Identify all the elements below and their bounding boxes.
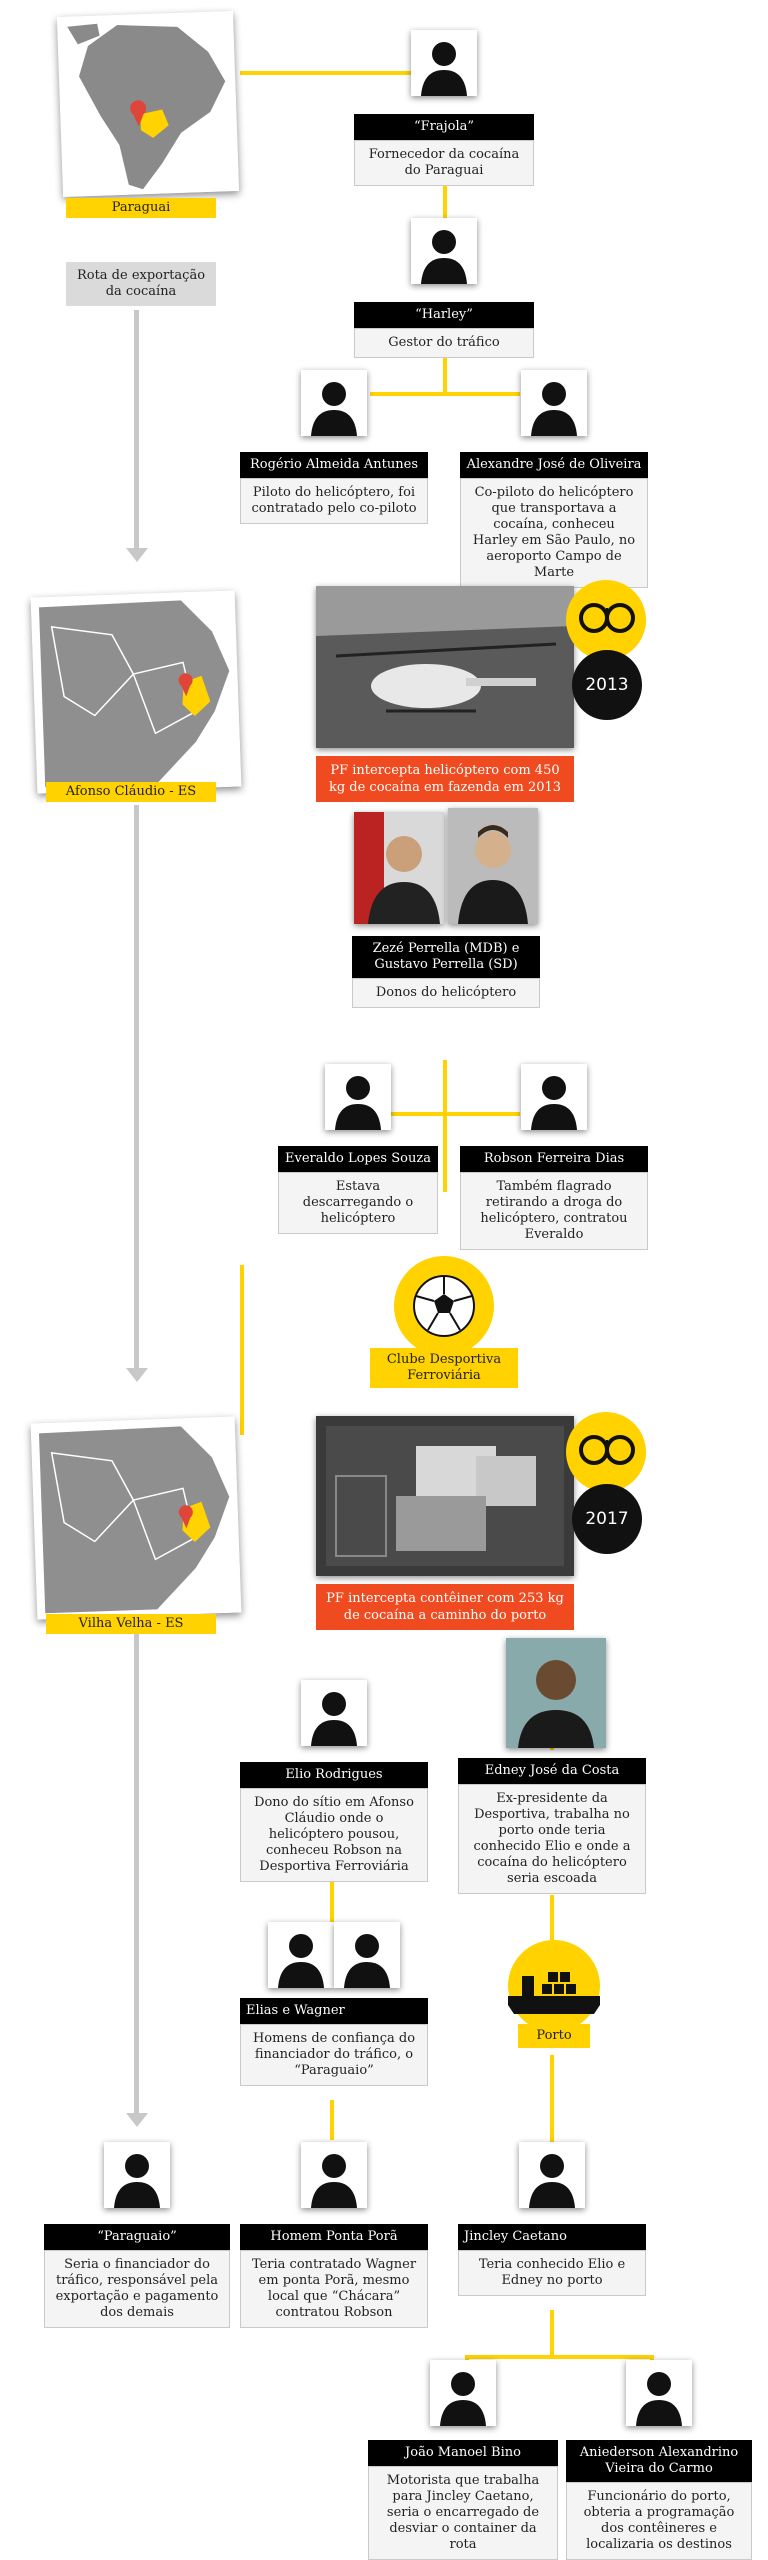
handcuffs-icon [566, 1412, 646, 1492]
edney-photo [506, 1638, 606, 1748]
connector [240, 1265, 244, 1435]
connector [330, 2100, 334, 2140]
person-silhouette-icon [325, 1064, 391, 1130]
person-silhouette-icon [430, 2360, 496, 2426]
connector [443, 1060, 447, 1090]
route-line [134, 1600, 139, 2115]
node-title: Elio Rodrigues [240, 1762, 428, 1788]
club-label: Clube Desportiva Ferroviária [370, 1348, 518, 1388]
route-arrow [126, 2113, 148, 2127]
route-line [134, 805, 139, 1370]
year-badge-2017: 2017 [572, 1484, 642, 1554]
node-frajola: “Frajola” Fornecedor da cocaína do Parag… [354, 30, 534, 186]
node-title: Everaldo Lopes Souza [278, 1146, 438, 1172]
node-desc: Donos do helicóptero [352, 978, 540, 1008]
person-silhouette-icon [411, 30, 477, 96]
node-desc: Co-piloto do helicóptero que transportav… [460, 478, 648, 588]
cargo-ship-icon [508, 1940, 600, 2032]
person-silhouette-icon [334, 1922, 400, 1988]
node-title: Alexandre José de Oliveira [460, 452, 648, 478]
node-title: “Frajola” [354, 114, 534, 140]
espirito-santo-map [31, 1417, 242, 1620]
route-line [134, 310, 139, 550]
person-silhouette-icon [519, 2142, 585, 2208]
event-caption-2017: PF intercepta contêiner com 253 kg de co… [316, 1584, 574, 1630]
node-title: João Manoel Bino [368, 2440, 558, 2466]
connector [550, 2310, 554, 2355]
node-title: Jincley Caetano [458, 2224, 646, 2250]
person-silhouette-icon [301, 1680, 367, 1746]
node-desc: Gestor do tráfico [354, 328, 534, 358]
container-photo [316, 1416, 574, 1576]
map-paraguai [57, 11, 239, 197]
handcuffs-icon [566, 580, 646, 660]
node-desc: Funcionário do porto, obteria a programa… [566, 2482, 752, 2560]
year-badge-2013: 2013 [572, 650, 642, 720]
route-label: Rota de exportação da cocaína [66, 262, 216, 306]
person-silhouette-icon [626, 2360, 692, 2426]
route-arrow [126, 548, 148, 562]
node-title: Homem Ponta Porã [240, 2224, 428, 2250]
silhouette-pair [240, 1922, 428, 1988]
node-everaldo: Everaldo Lopes Souza Estava descarregand… [278, 1064, 438, 1234]
map-label-vilha-velha: Vilha Velha - ES [46, 1614, 216, 1634]
node-title: “Paraguaio” [44, 2224, 230, 2250]
node-desc: Homens de confiança do financiador do tr… [240, 2024, 428, 2086]
node-aniederson: Aniederson Alexandrino Vieira do Carmo F… [566, 2360, 752, 2560]
node-robson: Robson Ferreira Dias Também flagrado ret… [460, 1064, 648, 1250]
map-label-paraguai: Paraguai [66, 198, 216, 218]
node-desc: Teria conhecido Elio e Edney no porto [458, 2250, 646, 2296]
node-desc: Motorista que trabalha para Jincley Caet… [368, 2466, 558, 2560]
node-elias-wagner: Elias e Wagner Homens de confiança do fi… [240, 1922, 428, 2086]
node-harley: “Harley” Gestor do tráfico [354, 218, 534, 358]
person-silhouette-icon [521, 1064, 587, 1130]
node-desc: Teria contratado Wagner em ponta Porã, m… [240, 2250, 428, 2328]
node-title: Rogério Almeida Antunes [240, 452, 428, 478]
person-silhouette-icon [301, 370, 367, 436]
node-desc: Ex-presidente da Desportiva, trabalha no… [458, 1784, 646, 1894]
node-homem-ponta-pora: Homem Ponta Porã Teria contratado Wagner… [240, 2142, 428, 2328]
node-title: Zezé Perrella (MDB) e Gustavo Perrella (… [352, 936, 540, 978]
node-desc: Também flagrado retirando a droga do hel… [460, 1172, 648, 1250]
node-rogerio: Rogério Almeida Antunes Piloto do helicó… [240, 370, 428, 524]
person-silhouette-icon [521, 370, 587, 436]
person-silhouette-icon [411, 218, 477, 284]
node-desc: Estava descarregando o helicóptero [278, 1172, 438, 1234]
zeze-perrella-photo [354, 812, 444, 924]
node-joao: João Manoel Bino Motorista que trabalha … [368, 2360, 558, 2560]
route-arrow [126, 1368, 148, 1382]
node-perrella: Zezé Perrella (MDB) e Gustavo Perrella (… [352, 936, 540, 1008]
node-elio: Elio Rodrigues Dono do sítio em Afonso C… [240, 1680, 428, 1882]
helicopter-photo [316, 586, 574, 748]
node-edney: Edney José da Costa Ex-presidente da Des… [458, 1758, 646, 1894]
event-caption-2013: PF intercepta helicóptero com 450 kg de … [316, 756, 574, 802]
connector [443, 1112, 447, 1192]
connector [465, 2355, 650, 2359]
node-paraguaio: “Paraguaio” Seria o financiador do tráfi… [44, 2142, 230, 2328]
espirito-santo-map [31, 590, 242, 793]
person-silhouette-icon [301, 2142, 367, 2208]
node-title: Edney José da Costa [458, 1758, 646, 1784]
person-silhouette-icon [268, 1922, 334, 1988]
node-alexandre: Alexandre José de Oliveira Co-piloto do … [460, 370, 648, 588]
node-desc: Dono do sítio em Afonso Cláudio onde o h… [240, 1788, 428, 1882]
port-label: Porto [518, 2024, 590, 2048]
gustavo-perrella-photo [448, 808, 538, 924]
node-title: Aniederson Alexandrino Vieira do Carmo [566, 2440, 752, 2482]
node-desc: Piloto do helicóptero, foi contratado pe… [240, 478, 428, 524]
node-title: “Harley” [354, 302, 534, 328]
south-america-map [57, 11, 239, 197]
node-desc: Seria o financiador do tráfico, responsá… [44, 2250, 230, 2328]
map-vilha-velha [31, 1417, 242, 1620]
soccer-ball-icon [394, 1256, 494, 1356]
node-title: Robson Ferreira Dias [460, 1146, 648, 1172]
connector [550, 2055, 554, 2145]
map-label-afonso-claudio: Afonso Cláudio - ES [46, 782, 216, 802]
node-title: Elias e Wagner [240, 1998, 428, 2024]
node-jincley: Jincley Caetano Teria conhecido Elio e E… [458, 2142, 646, 2296]
map-afonso-claudio [31, 590, 242, 793]
person-silhouette-icon [104, 2142, 170, 2208]
connector [550, 1895, 554, 1940]
node-desc: Fornecedor da cocaína do Paraguai [354, 140, 534, 186]
